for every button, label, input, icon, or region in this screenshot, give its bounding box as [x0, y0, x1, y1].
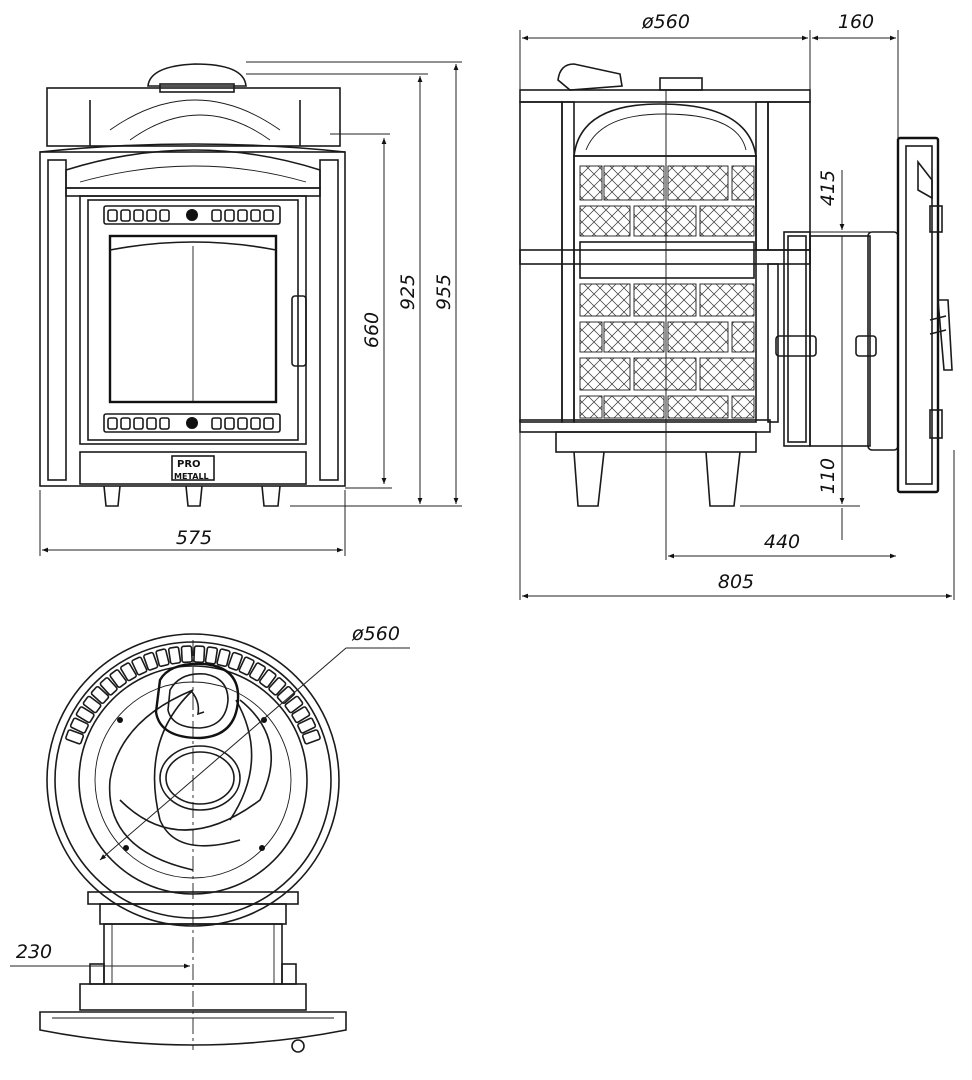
front-body-frame	[39, 151, 346, 487]
front-dimensions: 660 925 955 575	[39, 61, 462, 556]
vent-slot	[216, 648, 231, 668]
dim-925: 925	[397, 274, 419, 310]
vent-slot	[131, 656, 148, 676]
vent-slot	[276, 685, 296, 705]
dim-575: 575	[176, 527, 212, 549]
plan-front-plate	[39, 1011, 347, 1046]
front-door-handle	[291, 295, 307, 367]
vent-slot	[99, 677, 118, 696]
plan-dimensions: ø560 230	[10, 623, 410, 969]
front-upper-vent	[103, 205, 281, 225]
side-door-panel	[896, 136, 940, 494]
vent-slot	[120, 662, 137, 682]
front-lower-vent	[103, 413, 281, 433]
dim-415: 415	[817, 170, 839, 206]
vent-slot	[268, 677, 287, 696]
side-door-handle	[937, 299, 953, 371]
vent-slot	[193, 645, 206, 664]
dim-440: 440	[764, 531, 800, 553]
vent-slot	[167, 646, 182, 665]
vent-slot	[297, 717, 317, 734]
front-leg-mid	[185, 485, 203, 507]
front-view: PRO METALL	[39, 63, 346, 507]
dim-plan-diameter: ø560	[351, 623, 400, 645]
side-insulation-left	[519, 101, 563, 423]
side-view	[519, 63, 953, 507]
vent-slot	[249, 662, 266, 682]
dim-230: 230	[16, 941, 52, 963]
vent-slot	[291, 706, 311, 724]
plan-flue	[154, 662, 240, 740]
dim-110: 110	[817, 458, 839, 494]
plan-view	[39, 633, 347, 1053]
front-leg-right	[261, 485, 281, 507]
dim-top-diameter: ø560	[641, 11, 690, 33]
vent-slot	[69, 717, 89, 734]
vent-slot	[204, 646, 219, 665]
vent-slot	[284, 695, 304, 714]
front-top-insulation	[46, 87, 341, 147]
vent-slot	[155, 648, 170, 668]
vent-slot	[65, 729, 85, 745]
side-leg-left	[573, 451, 605, 507]
vent-slot	[109, 669, 127, 689]
side-leg-right	[705, 451, 741, 507]
vent-slot	[301, 729, 321, 745]
front-chimney-cap	[147, 63, 247, 87]
front-leg-left	[103, 485, 121, 507]
vent-slot	[259, 669, 277, 689]
vent-slot	[90, 685, 110, 705]
dim-805: 805	[718, 571, 754, 593]
vent-slot	[82, 695, 102, 714]
side-insulation-right	[767, 101, 811, 251]
side-dome	[573, 103, 757, 157]
dim-660: 660	[361, 312, 383, 348]
side-dimensions: ø560 160 415 110 440 805	[519, 11, 955, 600]
vent-slot	[143, 651, 159, 671]
side-chimney	[557, 63, 623, 91]
dim-160: 160	[838, 11, 874, 33]
side-brick-firebox	[573, 155, 757, 423]
dim-955: 955	[433, 274, 455, 310]
plan-vent-slots	[65, 645, 321, 745]
vent-slot	[238, 656, 255, 676]
vent-slot	[180, 645, 193, 664]
vent-slot	[75, 706, 95, 724]
logo-line1: PRO	[177, 459, 201, 470]
logo-line2: METALL	[174, 472, 209, 481]
vent-slot	[227, 651, 243, 671]
